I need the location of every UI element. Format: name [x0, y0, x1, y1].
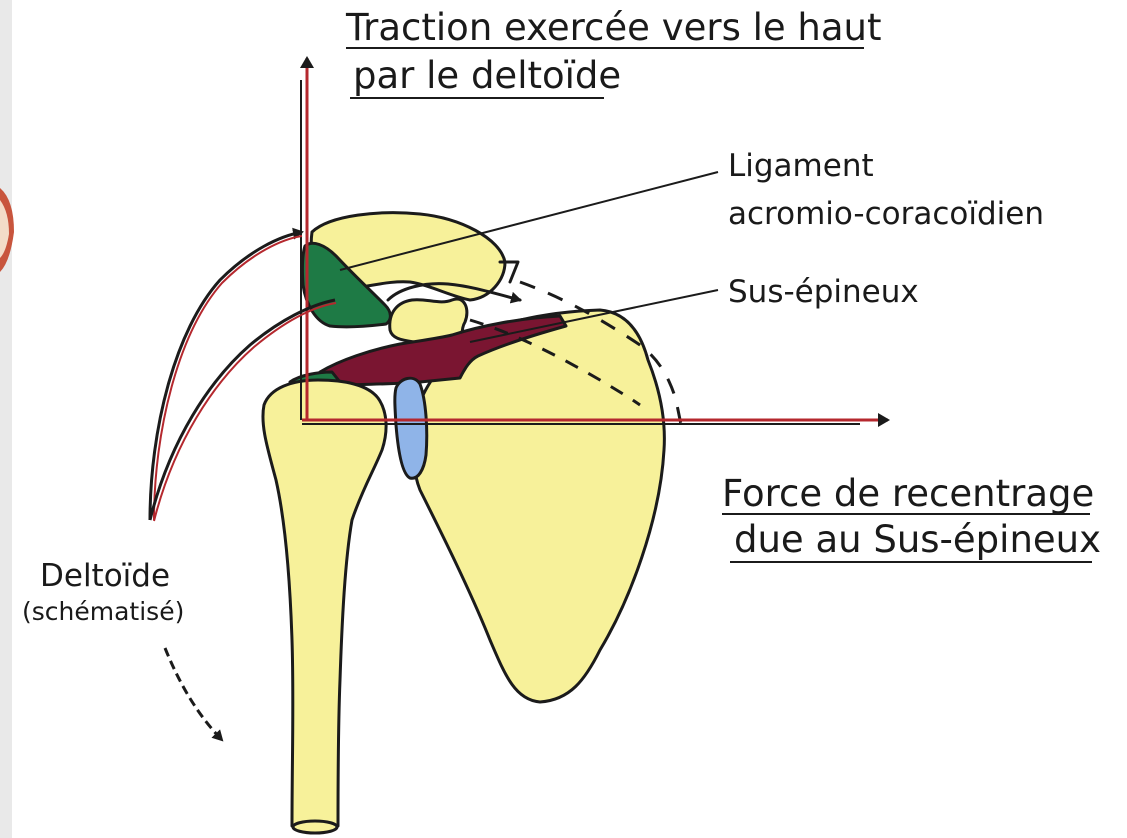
deltoid-down-arrow: [165, 648, 222, 740]
cropped-photo-strip: [0, 0, 14, 838]
traction-label-line1: Traction exercée vers le haut: [345, 6, 882, 49]
ligament-label-line1: Ligament: [728, 148, 874, 184]
deltoide-label: Deltoïde: [40, 558, 170, 594]
sus-epineux-label: Sus-épineux: [728, 274, 919, 310]
humerus-shaft-end: [293, 821, 337, 833]
force-label-line1: Force de recentrage: [722, 472, 1094, 515]
traction-label-line2: par le deltoïde: [353, 54, 621, 97]
schematise-label: (schématisé): [22, 597, 184, 626]
humerus-bone: [263, 380, 386, 832]
glenoid-cartilage: [395, 378, 427, 478]
ligament-label-line2: acromio-coracoïdien: [728, 196, 1044, 232]
force-label-line2: due au Sus-épineux: [734, 518, 1101, 561]
